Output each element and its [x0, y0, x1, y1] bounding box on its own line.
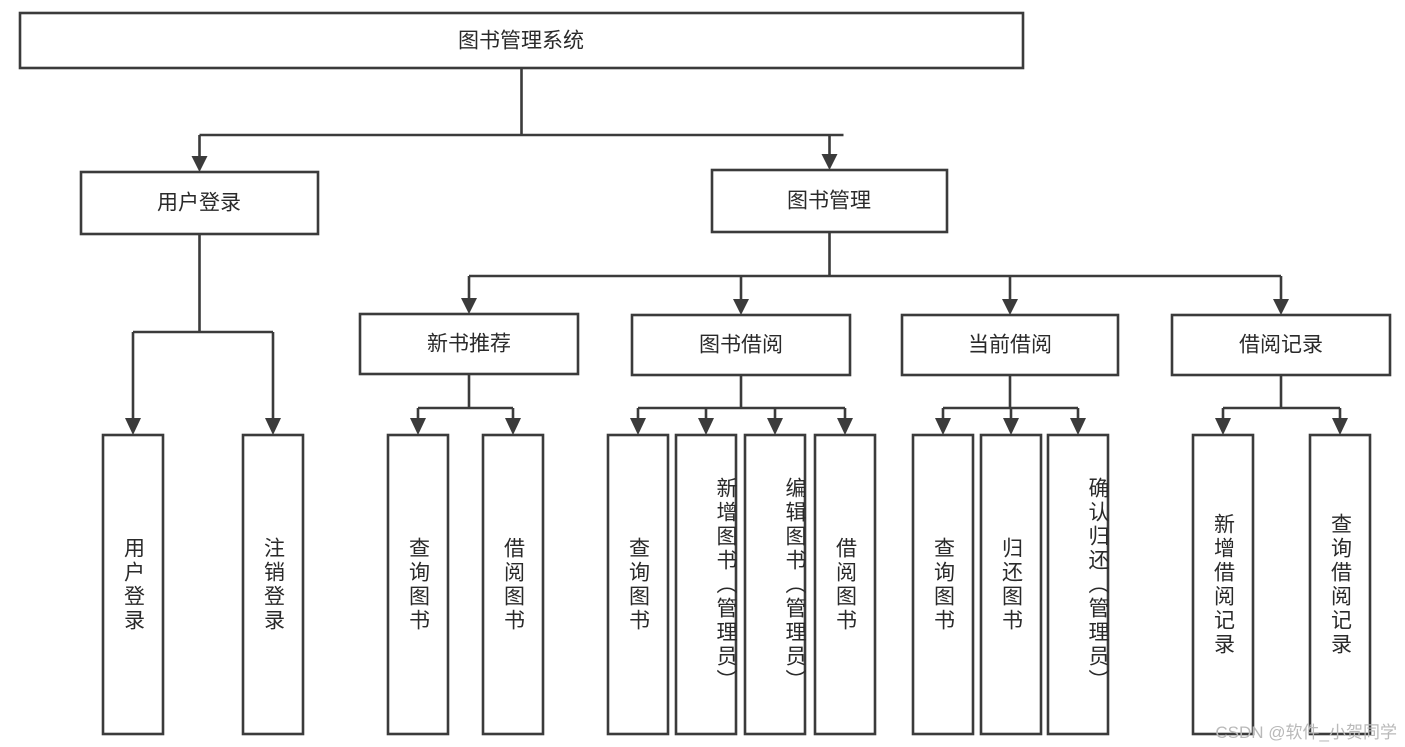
connector-book-borrow-to-leaves	[630, 375, 853, 435]
leaf-box-borrow-book-rec[interactable]	[481, 433, 545, 736]
node-current-borrow-label: 当前借阅	[968, 334, 1052, 357]
arrow-head-leaf-logout	[265, 418, 281, 435]
arrow-head-leaf-borrow-book-rec	[505, 418, 521, 435]
arrow-head-leaf-user-login	[125, 418, 141, 435]
arrow-head-leaf-confirm-return	[1070, 418, 1086, 435]
leaf-box-confirm-return[interactable]	[1046, 433, 1110, 736]
arrow-head-leaf-add-record	[1215, 418, 1231, 435]
arrow-head-leaf-add-book	[698, 418, 714, 435]
node-user-login-box[interactable]	[79, 170, 320, 236]
leaf-box-add-book[interactable]	[674, 433, 738, 736]
leaf-box-query-record[interactable]	[1308, 433, 1372, 736]
arrow-head-current-borrow	[1002, 299, 1018, 315]
connector-book-manage-to-level3	[461, 232, 1289, 315]
node-new-book-recommend-label: 新书推荐	[427, 333, 511, 356]
connector-borrow-record-to-leaves	[1215, 375, 1348, 435]
leaf-box-add-record[interactable]	[1191, 433, 1255, 736]
node-new-book-recommend[interactable]: 新书推荐	[358, 312, 580, 376]
arrow-head-leaf-borrow-book	[837, 418, 853, 435]
leaf-box-query-book-rec[interactable]	[386, 433, 450, 736]
node-book-borrow-label: 图书借阅	[699, 334, 783, 357]
node-book-borrow[interactable]: 图书借阅	[630, 313, 852, 377]
node-user-login-label: 用户登录	[157, 192, 241, 215]
connector-new-book-recommend-to-leaves	[410, 374, 521, 435]
node-borrow-record[interactable]: 借阅记录	[1170, 313, 1392, 377]
connector-current-borrow-to-leaves	[935, 375, 1086, 435]
connector-root-to-level2	[191, 68, 844, 172]
arrow-head-borrow-record	[1273, 299, 1289, 315]
node-book-manage-label: 图书管理	[787, 190, 871, 213]
arrow-head-book-borrow	[733, 299, 749, 315]
arrow-head-leaf-query-book-borrow	[630, 418, 646, 435]
connector-user-login-to-leaves	[125, 234, 281, 435]
leaf-box-query-book-current[interactable]	[911, 433, 975, 736]
arrow-head-leaf-edit-book	[767, 418, 783, 435]
node-root[interactable]: 图书管理系统	[18, 11, 1025, 70]
leaf-box-query-book-borrow[interactable]	[606, 433, 670, 736]
leaf-box-borrow-book[interactable]	[813, 433, 877, 736]
node-book-manage[interactable]: 图书管理	[710, 168, 949, 234]
node-book-manage-box[interactable]	[710, 168, 949, 234]
leaf-box-return-book[interactable]	[979, 433, 1043, 736]
arrow-head-leaf-query-record	[1332, 418, 1348, 435]
leaf-box-edit-book[interactable]	[743, 433, 807, 736]
arrow-head-leaf-return-book	[1003, 418, 1019, 435]
node-book-borrow-box[interactable]	[630, 313, 852, 377]
node-root-box[interactable]	[18, 11, 1025, 70]
node-current-borrow[interactable]: 当前借阅	[900, 313, 1120, 377]
leaf-box-user-login[interactable]	[101, 433, 165, 736]
arrow-head-user-login	[191, 156, 208, 172]
node-current-borrow-box[interactable]	[900, 313, 1120, 377]
node-new-book-recommend-box[interactable]	[358, 312, 580, 376]
arrow-head-new-book-recommend	[461, 298, 477, 314]
node-borrow-record-label: 借阅记录	[1239, 334, 1323, 357]
watermark-text: CSDN @软件_小贺同学	[1215, 723, 1397, 742]
node-borrow-record-box[interactable]	[1170, 313, 1392, 377]
node-root-label: 图书管理系统	[458, 30, 584, 53]
node-user-login[interactable]: 用户登录	[79, 170, 320, 236]
arrow-head-book-manage	[821, 154, 838, 170]
arrow-head-leaf-query-book-rec	[410, 418, 426, 435]
leaf-box-logout[interactable]	[241, 433, 305, 736]
arrow-head-leaf-query-book-current	[935, 418, 951, 435]
leaf-boxes	[101, 433, 1372, 736]
